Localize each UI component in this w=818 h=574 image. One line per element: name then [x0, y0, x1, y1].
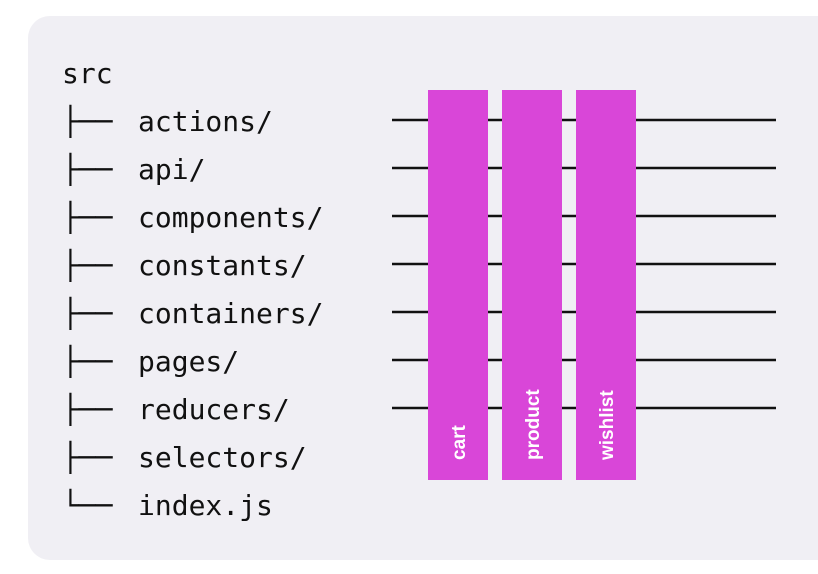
tree-item-label: constants/ — [138, 249, 307, 282]
product-column-label: product — [523, 389, 544, 460]
tree-item: └── index.js — [62, 486, 323, 534]
tree-item: ├── api/ — [62, 150, 323, 198]
product-column — [502, 90, 562, 480]
tree-item: ├── constants/ — [62, 246, 323, 294]
tree-item: ├── pages/ — [62, 342, 323, 390]
tree-item-label: actions/ — [138, 105, 273, 138]
tree-root: src — [62, 57, 113, 90]
tree-branch-glyph: ├── — [62, 105, 113, 138]
tree-item: ├── actions/ — [62, 102, 323, 150]
cart-column-label: cart — [449, 424, 470, 460]
tree-branch-glyph: ├── — [62, 345, 113, 378]
tree-branch-glyph: ├── — [62, 201, 113, 234]
tree-item: ├── reducers/ — [62, 390, 323, 438]
wishlist-column-label: wishlist — [597, 390, 618, 461]
tree-item-label: containers/ — [138, 297, 324, 330]
tree-item: ├── components/ — [62, 198, 323, 246]
tree-item-label: pages/ — [138, 345, 240, 378]
tree-branch-glyph: ├── — [62, 249, 113, 282]
tree-branch-glyph: └── — [62, 489, 113, 522]
wishlist-column — [576, 90, 636, 480]
tree-branch-glyph: ├── — [62, 441, 113, 474]
tree-item-label: api/ — [138, 153, 206, 186]
tree-item-label: index.js — [138, 489, 273, 522]
tree-branch-glyph: ├── — [62, 393, 113, 426]
tree-item: ├── containers/ — [62, 294, 323, 342]
tree-branch-glyph: ├── — [62, 297, 113, 330]
diagram-panel — [28, 16, 818, 560]
tree-item-label: selectors/ — [138, 441, 307, 474]
folder-tree: src ├── actions/ ├── api/ ├── components/ ├… — [62, 54, 323, 534]
tree-item: ├── selectors/ — [62, 438, 323, 486]
tree-item-label: reducers/ — [138, 393, 290, 426]
tree-item-label: components/ — [138, 201, 324, 234]
tree-branch-glyph: ├── — [62, 153, 113, 186]
cart-column — [428, 90, 488, 480]
